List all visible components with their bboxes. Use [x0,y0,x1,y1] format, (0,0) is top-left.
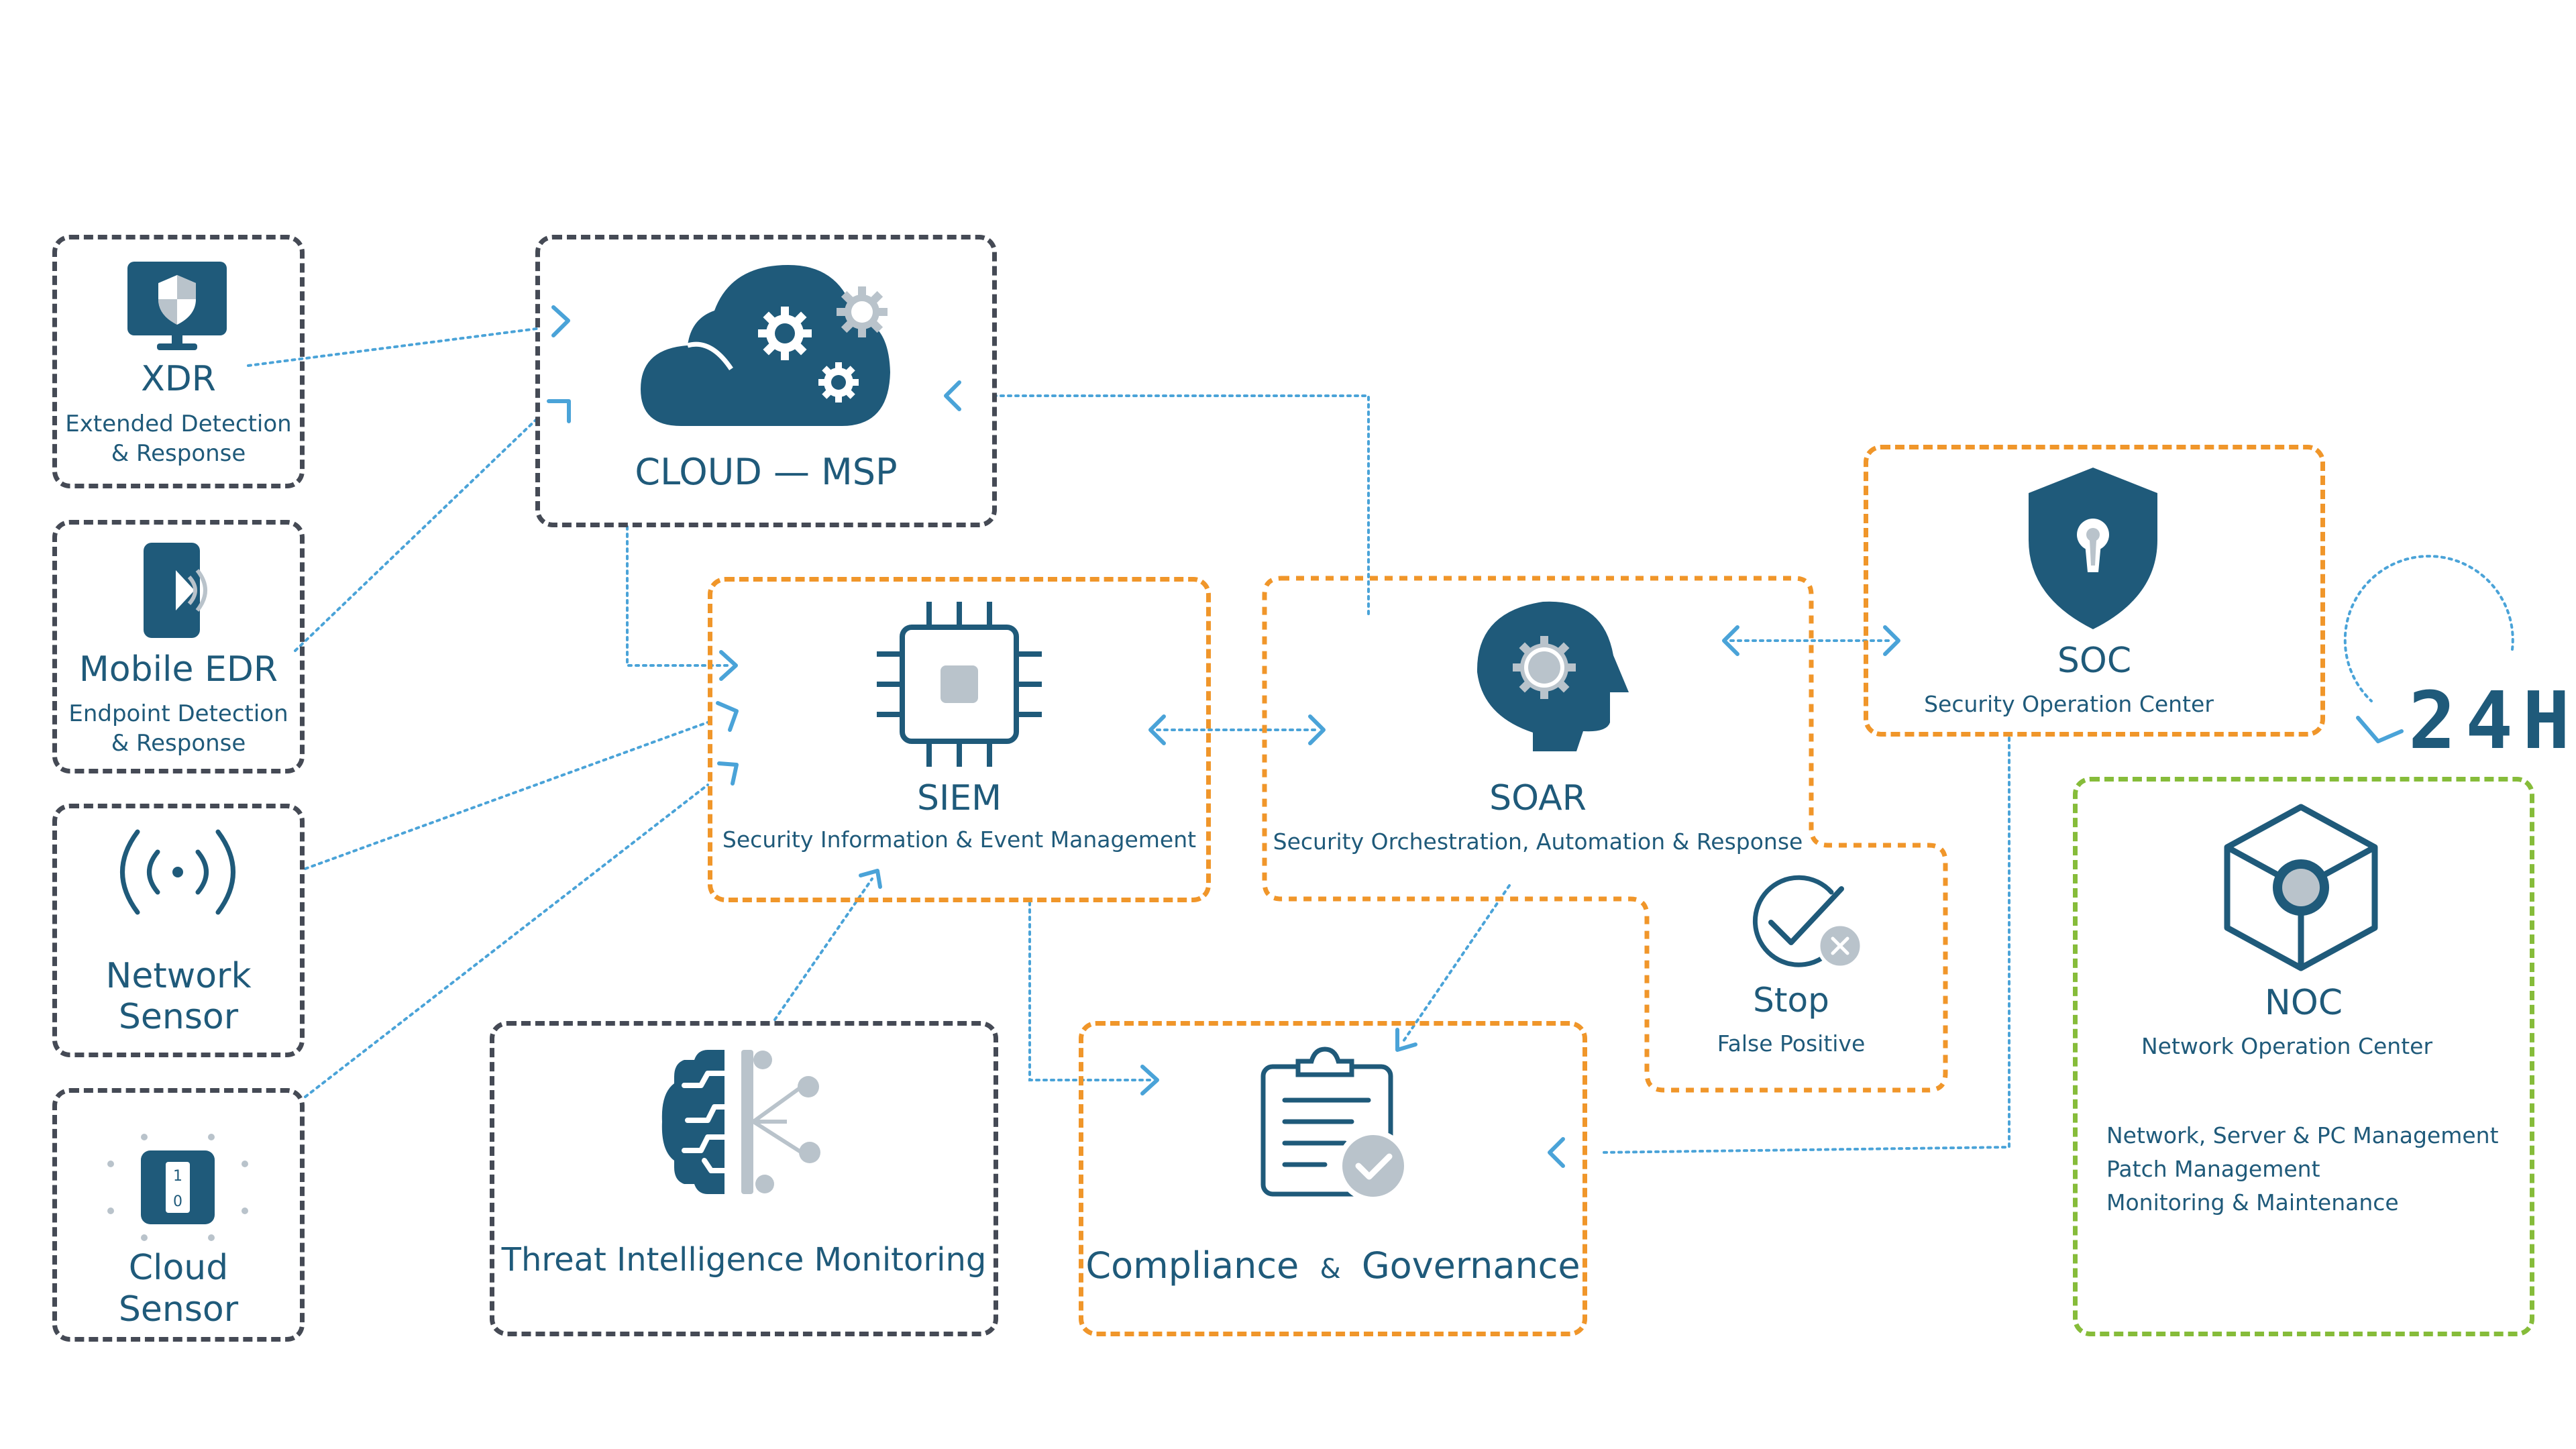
list-item: Monitoring & Maintenance [2086,1186,2499,1220]
soar-subtitle: Security Orchestration, Automation & Res… [1273,828,1803,855]
arrowhead-compliance-2 [1395,1028,1417,1052]
noc-title: NOC [2264,983,2343,1023]
network-sensor-card[interactable] [52,804,305,1057]
compliance-card[interactable] [1079,1021,1587,1336]
xdr-line2: & Response [111,440,246,467]
list-item: Patch Management [2086,1152,2499,1186]
connector-cloudsensor-siem [304,784,709,1098]
stop-subtitle: False Positive [1717,1030,1866,1057]
svg-text:1: 1 [173,1168,182,1185]
xdr-title: XDR [141,359,216,399]
arrowhead-cloud-1 [551,305,570,337]
chip-icon [877,602,1042,767]
connector-network-siem [304,720,712,870]
soc-title: SOC [2057,641,2132,681]
siem-subtitle: Security Information & Event Management [722,826,1197,853]
compliance-title: Compliance & Governance [1079,1244,1587,1287]
mobile-edr-title: Mobile EDR [78,649,278,690]
arrowhead-siem-2 [716,701,739,732]
clipboard-check-icon [1260,1046,1409,1201]
connector-soar-compliance [1401,884,1511,1044]
threat-title: Threat Intelligence Monitoring [501,1241,987,1279]
cloud-sensor-title-line2: Sensor [118,1289,239,1330]
cloud-msp-title: CLOUD — MSP [635,451,898,493]
arrowhead-compliance-3 [1548,1137,1565,1168]
noc-list: Network, Server & PC Management Patch Ma… [2086,1119,2499,1220]
compliance-title-part2: Governance [1361,1244,1580,1287]
connector-soc-compliance [1599,737,2010,1154]
xdr-line1: Extended Detection [65,411,292,437]
svg-text:0: 0 [173,1193,182,1210]
arrowhead-soar-right [1722,625,1739,656]
cube-node-icon [2224,804,2378,971]
siem-title: SIEM [916,778,1002,818]
arrowhead-compliance-1 [1140,1065,1159,1095]
connector-soar-cloud [991,394,1370,615]
arrowhead-soc-left [1883,625,1900,656]
arrowhead-cloud-2 [547,399,571,423]
network-sensor-title-line2: Sensor [118,997,239,1037]
arrowhead-24h [2356,716,2404,743]
arrowhead-siem-4 [859,869,882,889]
connector-threat-siem [773,877,873,1021]
noc-item-1: Network, Server & PC Management [2106,1122,2499,1148]
arrowhead-soar-left [1308,714,1326,745]
monitor-shield-icon [127,262,227,350]
cloud-sensor-title-line1: Cloud [128,1248,229,1288]
xdr-card[interactable] [52,235,305,488]
shield-keyhole-icon [2029,468,2157,629]
check-cancel-icon [1752,875,1864,969]
connector-xdr-cloud [247,327,538,367]
arrowhead-cloud-3 [944,380,961,411]
soc-card[interactable] [1864,445,2325,737]
stop-title: Stop [1753,981,1829,1020]
soc-subtitle: Security Operation Center [1924,691,2214,717]
arrowhead-siem-right [1148,714,1166,745]
mobile-edr-line1: Endpoint Detection [68,700,288,727]
connector-cloud-siem [626,525,729,667]
list-item: Network, Server & PC Management [2086,1119,2499,1152]
noc-item-3: Monitoring & Maintenance [2106,1189,2399,1216]
noc-item-2: Patch Management [2106,1156,2320,1182]
connector-edr-cloud [294,415,541,652]
cloud-sensor-card[interactable] [52,1088,305,1342]
soar-title: SOAR [1489,778,1587,818]
mobile-edr-line2: & Response [111,730,246,757]
switch-sensor-icon: 1 0 [107,1134,248,1241]
noc-subtitle: Network Operation Center [2141,1033,2433,1059]
head-gear-icon [1477,601,1629,751]
noc-card[interactable] [2073,777,2534,1336]
connector-siem-compliance [1028,901,1152,1081]
availability-label: 24H [2408,674,2576,767]
mobile-edr-card[interactable] [52,520,305,773]
arrowhead-siem-3 [717,761,739,786]
mobile-signal-icon [144,543,207,638]
arrowhead-siem-1 [719,650,738,681]
threat-card[interactable] [490,1021,998,1336]
siem-card[interactable] [708,577,1211,902]
compliance-title-part1: Compliance [1085,1244,1299,1287]
network-sensor-title-line1: Network [105,956,252,996]
compliance-title-amp: & [1320,1254,1341,1285]
brain-network-icon [661,1050,820,1194]
cloud-msp-card[interactable] [535,235,997,527]
cloud-gears-icon [641,265,890,426]
broadcast-icon [120,829,235,915]
connector-24h-arc [2343,555,2514,702]
